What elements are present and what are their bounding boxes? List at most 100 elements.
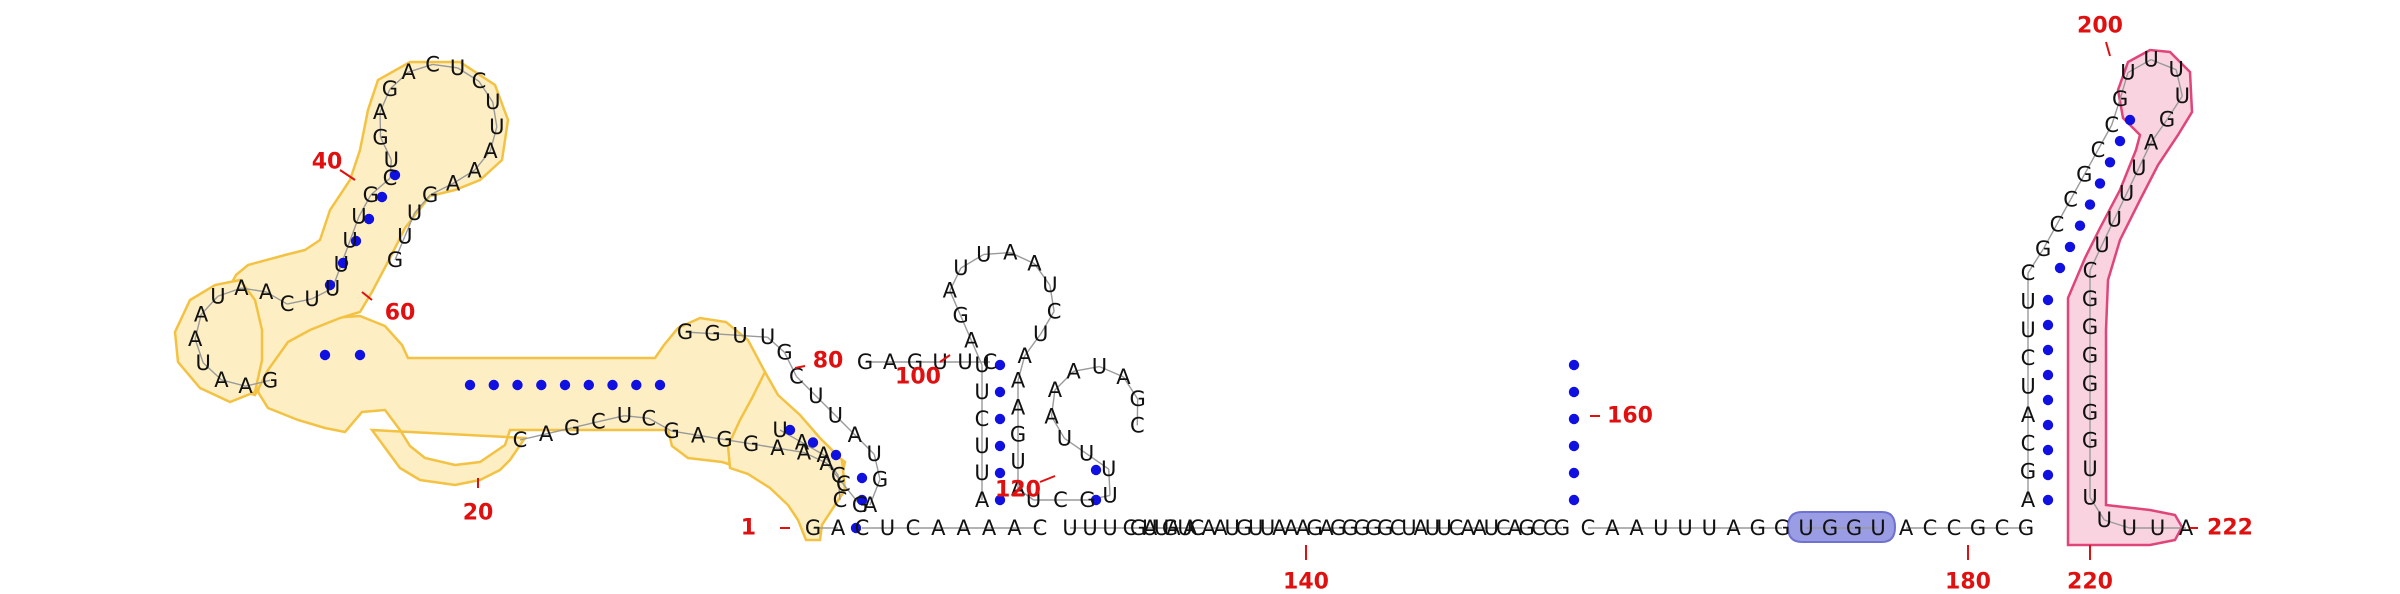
base-pair-dot <box>354 349 366 361</box>
base-pair-dot <box>389 169 401 181</box>
backbone-segment <box>834 414 856 436</box>
nucleotide: A <box>446 172 461 196</box>
nucleotide: U <box>1026 488 1041 512</box>
nucleotide: U <box>1177 516 1192 540</box>
nucleotide: C <box>513 428 528 452</box>
nucleotide: C <box>1581 516 1596 540</box>
nucleotide: U <box>334 252 349 276</box>
nucleotide: A <box>943 279 958 303</box>
backbone-segment <box>825 462 844 485</box>
nucleotide: A <box>819 451 834 475</box>
nucleotide: U <box>1260 516 1275 540</box>
backbone-segment <box>1064 437 1087 455</box>
nucleotide: U <box>2131 156 2146 180</box>
nucleotide: U <box>953 256 968 280</box>
base-pair-dot <box>2042 294 2054 306</box>
nucleotide: A <box>1003 241 1018 265</box>
backbone-segment <box>202 362 222 381</box>
nucleotide: A <box>1472 516 1487 540</box>
backbone-segment <box>803 451 827 464</box>
nucleotide: G <box>1846 516 1862 540</box>
nucleotide: U <box>485 90 500 114</box>
nucleotide: A <box>964 328 979 352</box>
nucleotide: U <box>1401 516 1416 540</box>
backbone-segment <box>854 434 875 455</box>
base-pair-dot <box>1568 467 1580 479</box>
nucleotide: A <box>467 158 482 182</box>
backbone-segment <box>2138 142 2152 169</box>
nucleotide: U <box>2097 508 2112 532</box>
nucleotide: U <box>1425 516 1440 540</box>
backbone-segment <box>1086 453 1110 470</box>
backbone-segment <box>519 433 547 441</box>
index-label: 120 <box>995 478 1041 503</box>
nucleotide: G <box>2159 108 2175 132</box>
backbone-segment <box>394 236 406 261</box>
nucleotide: U <box>617 404 632 428</box>
backbone-segment <box>823 454 839 476</box>
nucleotide: G <box>1307 516 1323 540</box>
base-pair-dot <box>2124 114 2136 126</box>
nucleotide: A <box>1048 378 1063 402</box>
nucleotide: U <box>407 201 422 225</box>
nucleotide: U <box>2082 457 2097 481</box>
nucleotide: U <box>1010 450 1025 474</box>
nucleotide: A <box>1629 516 1644 540</box>
backbone-segment <box>2127 59 2152 74</box>
nucleotide: A <box>1202 516 1217 540</box>
nucleotide: U <box>351 205 366 229</box>
nucleotide: G <box>2082 429 2098 453</box>
base-pair-dot <box>1568 494 1580 506</box>
nucleotide: U <box>1702 516 1717 540</box>
backbone-segment <box>473 150 491 171</box>
nucleotide: G <box>872 467 888 491</box>
backbone-segment <box>194 314 202 340</box>
nucleotide: G <box>1774 516 1790 540</box>
nucleotide: U <box>2020 290 2035 314</box>
nucleotide: C <box>2104 113 2119 137</box>
backbone-segment <box>766 336 785 353</box>
backbone-segment <box>1122 376 1139 400</box>
base-pair-dot <box>2084 199 2096 210</box>
nucleotide: G <box>363 183 379 207</box>
nucleotide: C <box>1947 516 1962 540</box>
nucleotide: A <box>1007 516 1022 540</box>
nucleotide: G <box>677 320 693 344</box>
backbone-segment <box>2119 72 2129 99</box>
index-label: 180 <box>1945 570 1991 594</box>
base-pair-dot <box>2094 178 2106 189</box>
nucleotide: G <box>2076 163 2092 187</box>
nucleotide: A <box>1272 516 1287 540</box>
nucleotide: G <box>1236 516 1252 540</box>
nucleotide: U <box>2020 375 2035 399</box>
backbone-segment <box>389 71 409 90</box>
backbone-segment <box>1054 370 1075 391</box>
nucleotide: G <box>372 125 388 149</box>
base-pair-dot <box>994 413 1006 425</box>
nucleotide: C <box>472 69 487 93</box>
index-label: 140 <box>1283 570 1329 594</box>
nucleotide: G <box>1162 516 1178 540</box>
base-pair-dot <box>488 379 499 391</box>
nucleotide: A <box>1461 516 1476 540</box>
nucleotide: U <box>2107 207 2122 231</box>
nucleotide: A <box>848 423 863 447</box>
nucleotide: C <box>975 407 990 431</box>
nucleotide: G <box>2035 237 2051 261</box>
nucleotide: G <box>1365 516 1381 540</box>
nucleotide: U <box>2119 182 2134 206</box>
base-pair-dot <box>994 494 1006 506</box>
backbone-segment <box>1050 390 1056 417</box>
backbone-segment <box>379 136 392 161</box>
base-pair-dot <box>856 472 868 484</box>
backbone-segment <box>783 351 797 377</box>
nucleotide: U <box>1798 516 1813 540</box>
nucleotide: C <box>2021 346 2036 370</box>
nucleotide: A <box>1116 365 1131 389</box>
nucleotide: G <box>1750 516 1766 540</box>
base-pair-dot <box>2042 469 2054 481</box>
backbone-segment <box>265 291 288 305</box>
backbone-segment <box>200 295 219 316</box>
nucleotide: U <box>1653 516 1668 540</box>
base-pair-dot <box>324 279 336 291</box>
